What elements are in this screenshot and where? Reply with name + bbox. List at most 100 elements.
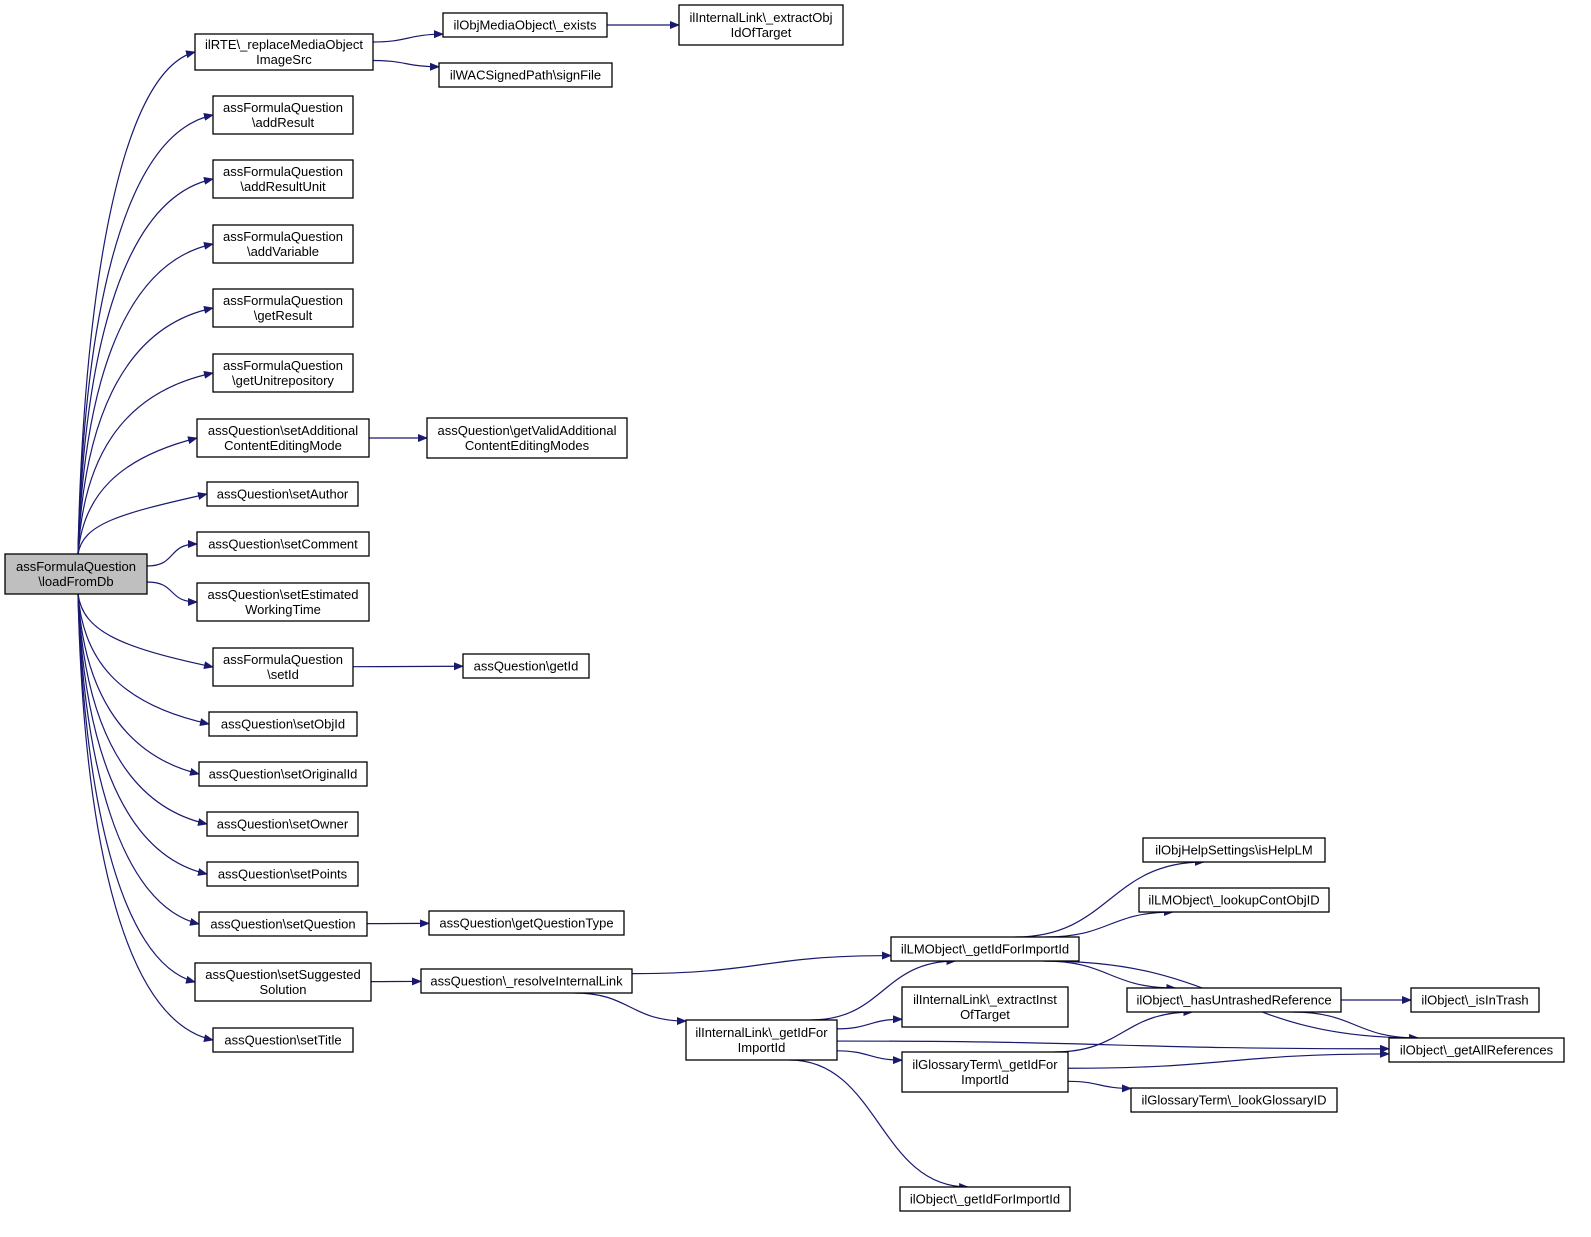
edge-resolveLink-to-ilGetId bbox=[574, 992, 687, 1026]
node-box bbox=[1130, 1087, 1338, 1113]
node-label-line: assFormulaQuestion bbox=[223, 652, 343, 667]
node-box bbox=[212, 647, 354, 687]
node-setTitle[interactable]: assQuestion\setTitle bbox=[212, 1027, 354, 1053]
edge-root-to-setAddMode bbox=[77, 436, 198, 555]
node-label-line: assQuestion\getQuestionType bbox=[439, 916, 613, 931]
node-getValidModes[interactable]: assQuestion\getValidAdditionalContentEdi… bbox=[426, 417, 628, 459]
node-label-line: ilObject\_hasUntrashedReference bbox=[1136, 993, 1331, 1008]
node-label-line: IdOfTarget bbox=[731, 25, 792, 40]
node-label-line: ilLMObject\_getIdForImportId bbox=[901, 942, 1069, 957]
node-box bbox=[196, 418, 370, 458]
node-lmGetId[interactable]: ilLMObject\_getIdForImportId bbox=[890, 936, 1080, 962]
node-setOwner[interactable]: assQuestion\setOwner bbox=[206, 811, 359, 837]
node-isInTrash[interactable]: ilObject\_isInTrash bbox=[1410, 987, 1540, 1013]
edge-glossGetId-to-hasUntrashed bbox=[1054, 1008, 1194, 1053]
node-getAllRefs[interactable]: ilObject\_getAllReferences bbox=[1388, 1037, 1565, 1063]
edge-root-to-setPoints bbox=[77, 593, 208, 876]
node-box bbox=[212, 1027, 354, 1053]
node-box bbox=[198, 911, 368, 937]
node-getUnitrepository[interactable]: assFormulaQuestion\getUnitrepository bbox=[212, 353, 354, 393]
node-box bbox=[206, 861, 359, 887]
node-box bbox=[206, 481, 359, 507]
node-getResult[interactable]: assFormulaQuestion\getResult bbox=[212, 288, 354, 328]
node-label-line: assQuestion\setQuestion bbox=[210, 917, 355, 932]
edge-root-to-setQuestion bbox=[77, 593, 200, 926]
node-label-line: ContentEditingModes bbox=[465, 438, 590, 453]
node-addVariable[interactable]: assFormulaQuestion\addVariable bbox=[212, 224, 354, 264]
node-label-line: \getResult bbox=[254, 308, 313, 323]
node-addResultUnit[interactable]: assFormulaQuestion\addResultUnit bbox=[212, 159, 354, 199]
node-ilGetId[interactable]: ilInternalLink\_getIdForImportId bbox=[685, 1019, 838, 1061]
node-label-line: ilGlossaryTerm\_lookGlossaryID bbox=[1142, 1093, 1327, 1108]
node-label-line: \getUnitrepository bbox=[232, 373, 334, 388]
node-setQuestion[interactable]: assQuestion\setQuestion bbox=[198, 911, 368, 937]
nodes-layer: assFormulaQuestion\loadFromDbilRTE\_repl… bbox=[4, 4, 1565, 1212]
node-box bbox=[212, 353, 354, 393]
node-box bbox=[1410, 987, 1540, 1013]
node-box bbox=[890, 936, 1080, 962]
node-box bbox=[198, 761, 368, 787]
node-label-line: ImportId bbox=[738, 1040, 786, 1055]
node-setObjId[interactable]: assQuestion\setObjId bbox=[208, 711, 358, 737]
node-label-line: ilRTE\_replaceMediaObject bbox=[205, 37, 363, 52]
node-box bbox=[206, 811, 359, 837]
node-label-line: ilGlossaryTerm\_getIdFor bbox=[912, 1057, 1058, 1072]
node-box bbox=[1126, 987, 1342, 1013]
node-label-line: ilObject\_isInTrash bbox=[1421, 993, 1528, 1008]
node-objGetId[interactable]: ilObject\_getIdForImportId bbox=[899, 1186, 1071, 1212]
node-label-line: assQuestion\setEstimated bbox=[207, 587, 358, 602]
node-setOrigId[interactable]: assQuestion\setOriginalId bbox=[198, 761, 368, 787]
node-label-line: ilInternalLink\_getIdFor bbox=[695, 1025, 828, 1040]
node-label-line: ImageSrc bbox=[256, 52, 312, 67]
node-box bbox=[899, 1186, 1071, 1212]
node-root[interactable]: assFormulaQuestion\loadFromDb bbox=[4, 553, 148, 595]
edge-root-to-rte bbox=[77, 50, 196, 555]
node-box bbox=[428, 910, 625, 936]
node-getId[interactable]: assQuestion\getId bbox=[462, 653, 590, 679]
node-isHelpLM[interactable]: ilObjHelpSettings\isHelpLM bbox=[1142, 837, 1326, 863]
node-label-line: assFormulaQuestion bbox=[223, 293, 343, 308]
node-lookupCont[interactable]: ilLMObject\_lookupContObjID bbox=[1138, 887, 1330, 913]
edge-root-to-setOrigId bbox=[77, 593, 200, 776]
node-mobExists[interactable]: ilObjMediaObject\_exists bbox=[442, 12, 608, 38]
node-box bbox=[1138, 887, 1330, 913]
node-setAuthor[interactable]: assQuestion\setAuthor bbox=[206, 481, 359, 507]
node-box bbox=[212, 224, 354, 264]
node-box bbox=[196, 531, 370, 557]
node-label-line: ilInternalLink\_extractInst bbox=[913, 992, 1057, 1007]
node-signFile[interactable]: ilWACSignedPath\signFile bbox=[438, 62, 613, 88]
node-setPoints[interactable]: assQuestion\setPoints bbox=[206, 861, 359, 887]
node-glossGetId[interactable]: ilGlossaryTerm\_getIdForImportId bbox=[901, 1051, 1069, 1093]
node-setComment[interactable]: assQuestion\setComment bbox=[196, 531, 370, 557]
node-label-line: assFormulaQuestion bbox=[16, 559, 136, 574]
node-setId[interactable]: assFormulaQuestion\setId bbox=[212, 647, 354, 687]
node-label-line: Solution bbox=[260, 982, 307, 997]
node-hasUntrashed[interactable]: ilObject\_hasUntrashedReference bbox=[1126, 987, 1342, 1013]
node-label-line: assQuestion\setOwner bbox=[217, 817, 349, 832]
node-label-line: assQuestion\getId bbox=[474, 659, 579, 674]
node-getQType[interactable]: assQuestion\getQuestionType bbox=[428, 910, 625, 936]
node-lookGloss[interactable]: ilGlossaryTerm\_lookGlossaryID bbox=[1130, 1087, 1338, 1113]
node-box bbox=[678, 4, 844, 46]
edge-root-to-getResult bbox=[77, 305, 214, 555]
edge-root-to-setAuthor bbox=[77, 492, 208, 555]
node-box bbox=[212, 159, 354, 199]
edge-root-to-setComment bbox=[146, 540, 198, 567]
node-label-line: \addVariable bbox=[247, 244, 319, 259]
node-box bbox=[901, 1051, 1069, 1093]
node-label-line: ilObject\_getAllReferences bbox=[1400, 1043, 1554, 1058]
node-addResult[interactable]: assFormulaQuestion\addResult bbox=[212, 95, 354, 135]
edge-ilGetId-to-extractInst bbox=[836, 1015, 903, 1030]
node-label-line: assFormulaQuestion bbox=[223, 100, 343, 115]
node-resolveLink[interactable]: assQuestion\_resolveInternalLink bbox=[420, 968, 633, 994]
node-label-line: \loadFromDb bbox=[38, 574, 113, 589]
node-box bbox=[1142, 837, 1326, 863]
edge-glossGetId-to-getAllRefs bbox=[1067, 1049, 1390, 1069]
node-setAddMode[interactable]: assQuestion\setAdditionalContentEditingM… bbox=[196, 418, 370, 458]
node-label-line: assQuestion\setAdditional bbox=[208, 423, 358, 438]
